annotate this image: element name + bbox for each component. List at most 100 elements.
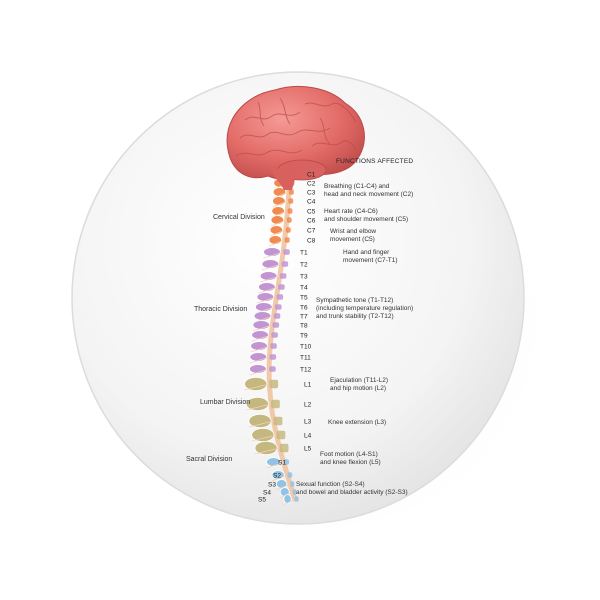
vertebra-process-l3 (273, 416, 283, 426)
vertebra-process-c5 (287, 208, 293, 214)
vertebra-label: C5 (307, 209, 316, 216)
nerve-root (276, 483, 291, 491)
nerve-root (252, 324, 273, 332)
brain-illustration (226, 85, 365, 190)
vertebra-process-t4 (278, 284, 285, 290)
vertebra-l5 (254, 440, 278, 455)
nerve-root (269, 229, 286, 237)
vertebra-label: T3 (300, 274, 308, 281)
nerve-root (266, 461, 284, 469)
function-label: Breathing (C1-C4) and head and neck move… (324, 183, 414, 198)
vertebra-process-l4 (276, 430, 286, 440)
vertebra-label: L3 (304, 419, 312, 426)
vertebra-process-s5 (294, 496, 299, 502)
vertebra-label: T12 (300, 367, 312, 374)
vertebra-process-t7 (273, 313, 281, 319)
vertebra-label: T10 (300, 344, 312, 351)
vertebra-process-s2 (287, 472, 293, 478)
function-label: Wrist and elbow movement (C5) (330, 228, 377, 243)
division-label: Cervical Division (213, 214, 265, 221)
division-label: Lumbar Division (200, 399, 251, 406)
nerve-root (272, 200, 289, 208)
nerve-root (283, 498, 295, 506)
vertebra-process-l2 (271, 399, 280, 409)
vertebra-label: T11 (300, 355, 311, 362)
vertebra-label: L2 (304, 402, 312, 409)
vertebra-c5 (271, 206, 285, 216)
function-label: Ejaculation (T11-L2) and hip motion (L2) (330, 377, 389, 392)
nerve-root (249, 356, 270, 364)
function-label: Knee extension (L3) (328, 419, 387, 426)
vertebra-l1 (244, 376, 268, 391)
vertebra-label: C1 (307, 172, 316, 179)
vertebra-process-l5 (279, 443, 289, 453)
division-label: Thoracic Division (194, 306, 248, 313)
vertebra-label: T2 (300, 262, 308, 269)
vertebra-label: T1 (300, 250, 308, 257)
vertebra-label: S1 (278, 460, 286, 467)
nerve-root (254, 447, 280, 455)
vertebra-process-c3 (288, 189, 294, 195)
vertebra-label: S3 (268, 482, 276, 489)
vertebra-label: T8 (300, 323, 308, 330)
function-label: Sympathetic tone (T1-T12) (including tem… (316, 297, 414, 320)
vertebra-process-t6 (275, 304, 282, 310)
vertebra-label: T7 (300, 314, 308, 321)
vertebra-label: L4 (304, 433, 312, 440)
vertebra-l3 (248, 413, 272, 428)
spine-diagram (244, 169, 299, 506)
function-label: Hand and finger movement (C7-T1) (343, 249, 398, 264)
vertebra-label: T4 (300, 285, 308, 292)
vertebra-process-c4 (288, 198, 294, 204)
vertebra-label: C7 (307, 228, 316, 235)
vertebra-s5 (283, 494, 292, 504)
vertebra-process-s1 (283, 459, 290, 465)
vertebra-s3 (275, 479, 288, 489)
vertebra-l4 (251, 427, 275, 442)
vertebra-process-t1 (283, 249, 290, 255)
vertebra-label: C4 (307, 199, 316, 206)
nerve-root (244, 383, 270, 391)
vertebra-label: S5 (258, 497, 266, 504)
vertebra-process-t5 (276, 294, 284, 300)
vertebra-label: C3 (307, 190, 316, 197)
vertebra-label: S4 (263, 490, 271, 497)
badge-face (71, 71, 525, 525)
nerve-root (246, 403, 272, 411)
division-label: Sacral Division (186, 456, 233, 463)
vertebra-process-t2 (281, 261, 289, 267)
function-label: Sexual function (S2-S4) and bowel and bl… (296, 481, 408, 496)
function-label: Heart rate (C4-C6) and shoulder movement… (324, 208, 409, 223)
nerve-root (271, 474, 288, 482)
vertebra-label: C6 (307, 218, 316, 225)
vertebra-process-t11 (269, 354, 277, 360)
functions-title: FUNCTIONS AFFECTED (336, 158, 414, 165)
nerve-root (258, 286, 279, 294)
vertebra-label: T6 (300, 305, 308, 312)
vertebra-process-t3 (279, 273, 287, 279)
nerve-root (251, 334, 272, 342)
nerve-root (250, 345, 271, 353)
nerve-root (260, 275, 280, 283)
nerve-root (248, 420, 274, 428)
vertebra-c8 (268, 235, 282, 245)
vertebra-process-t8 (272, 322, 280, 328)
vertebra-labels: C1C2C3C4C5C6C7C8T1T2T3T4T5T6T7T8T9T10T11… (258, 172, 316, 504)
vertebra-label: T5 (300, 295, 308, 302)
vertebra-process-c8 (284, 237, 290, 243)
nerve-root (268, 239, 285, 247)
vertebra-process-c7 (285, 227, 291, 233)
nerve-root (261, 263, 282, 271)
vertebra-label: C8 (307, 238, 316, 245)
nerve-root (256, 296, 277, 304)
vertebra-label: C2 (307, 181, 316, 188)
vertebra-process-t9 (271, 332, 278, 338)
vertebra-process-l1 (269, 379, 279, 389)
vertebra-process-c6 (286, 217, 292, 223)
vertebra-label: L1 (304, 382, 312, 389)
vertebra-c7 (269, 225, 284, 235)
vertebra-l2 (245, 396, 270, 411)
nerve-root (249, 368, 270, 376)
vertebra-process-t12 (269, 366, 276, 372)
